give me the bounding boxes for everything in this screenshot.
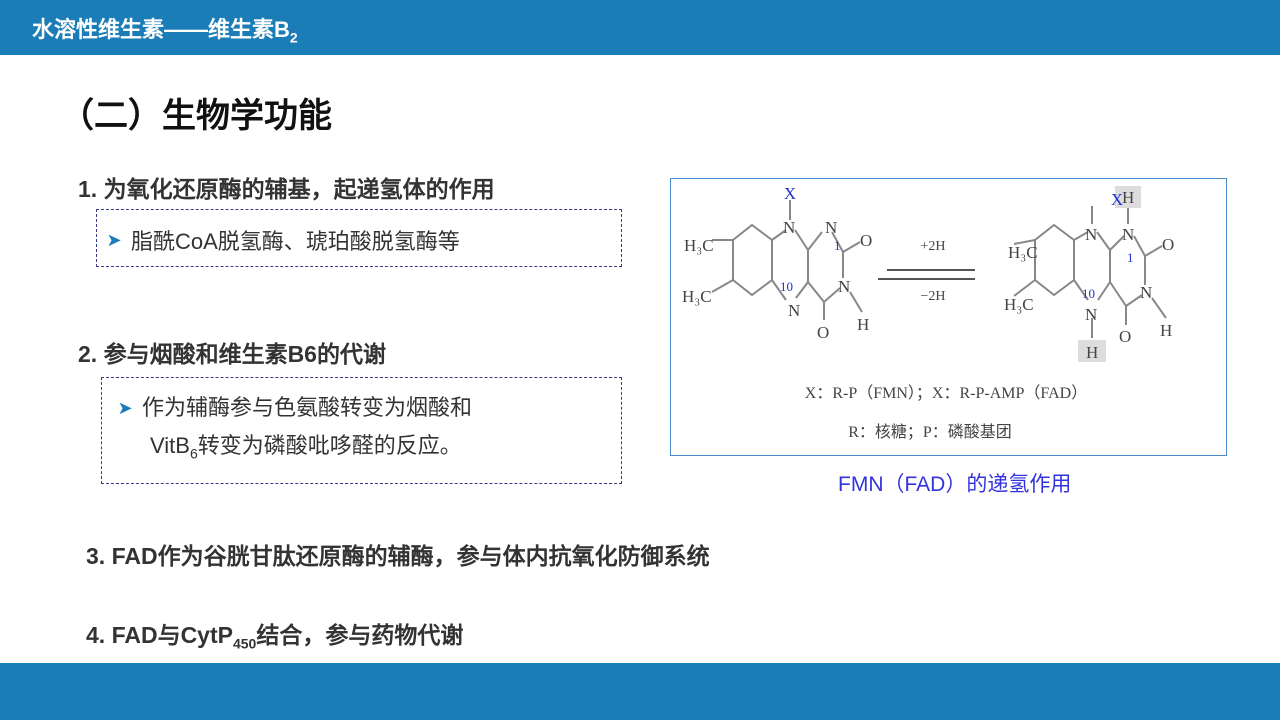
bullet-text: 脂酰CoA脱氢酶、琥珀酸脱氢酶等 <box>131 229 460 254</box>
svg-text:O: O <box>817 323 829 342</box>
legend-x: X：R-P（FMN）；X：R-P-AMP（FAD） <box>805 384 1087 402</box>
svg-text:H₃C: H₃C <box>1008 243 1038 262</box>
svg-text:N: N <box>1122 225 1134 244</box>
bullet-text-cont: VitB6转变为磷酸吡哆醛的反应。 <box>150 433 462 462</box>
svg-text:N: N <box>1085 225 1097 244</box>
point-1-box: ➤ 脂酰CoA脱氢酶、琥珀酸脱氢酶等 <box>96 209 622 267</box>
bullet-arrow-icon: ➤ <box>106 229 122 250</box>
svg-text:N: N <box>825 218 837 237</box>
plus-2h-label: +2H <box>920 239 945 254</box>
svg-text:H: H <box>1122 188 1134 207</box>
x-label: X <box>784 184 796 203</box>
point-2: 2. 参与烟酸和维生素B6的代谢 <box>78 341 386 367</box>
bullet-text: 作为辅酶参与色氨酸转变为烟酸和 <box>142 395 473 420</box>
point-2-box: ➤ 作为辅酶参与色氨酸转变为烟酸和 VitB6转变为磷酸吡哆醛的反应。 <box>101 377 622 484</box>
svg-text:O: O <box>1162 235 1174 254</box>
section-title: （二）生物学功能 <box>60 97 332 135</box>
svg-text:N: N <box>788 301 800 320</box>
svg-text:N: N <box>1085 305 1097 324</box>
svg-text:N: N <box>838 277 850 296</box>
point-4: 4. FAD与CytP450结合，参与药物代谢 <box>86 622 464 652</box>
svg-text:1: 1 <box>1127 250 1134 265</box>
flavin-reaction-figure <box>670 178 1227 456</box>
minus-2h-label: −2H <box>920 289 945 304</box>
svg-text:H: H <box>1160 321 1172 340</box>
h3c-label: H₃C <box>682 287 712 306</box>
svg-text:H: H <box>1086 343 1098 362</box>
legend-rp: R：核糖；P：磷酸基团 <box>848 423 1012 441</box>
svg-text:N: N <box>1140 283 1152 302</box>
svg-text:O: O <box>860 231 872 250</box>
svg-text:10: 10 <box>780 279 793 294</box>
svg-text:10: 10 <box>1082 286 1095 301</box>
point-3: 3. FAD作为谷胱甘肽还原酶的辅酶，参与体内抗氧化防御系统 <box>86 543 710 569</box>
point-1: 1. 为氧化还原酶的辅基，起递氢体的作用 <box>78 176 495 202</box>
bullet-arrow-icon: ➤ <box>117 398 133 418</box>
footer-bar <box>0 663 1280 720</box>
h3c-label: H₃C <box>684 236 714 255</box>
figure-caption: FMN（FAD）的递氢作用 <box>838 473 1072 496</box>
header-title: 水溶性维生素——维生素B2 <box>32 17 298 46</box>
svg-text:1: 1 <box>834 238 841 253</box>
header-bar: 水溶性维生素——维生素B2 <box>0 0 1280 55</box>
svg-text:H₃C: H₃C <box>1004 295 1034 314</box>
svg-text:O: O <box>1119 327 1131 346</box>
svg-text:X: X <box>1111 190 1123 209</box>
svg-text:H: H <box>857 315 869 334</box>
svg-text:N: N <box>783 218 795 237</box>
